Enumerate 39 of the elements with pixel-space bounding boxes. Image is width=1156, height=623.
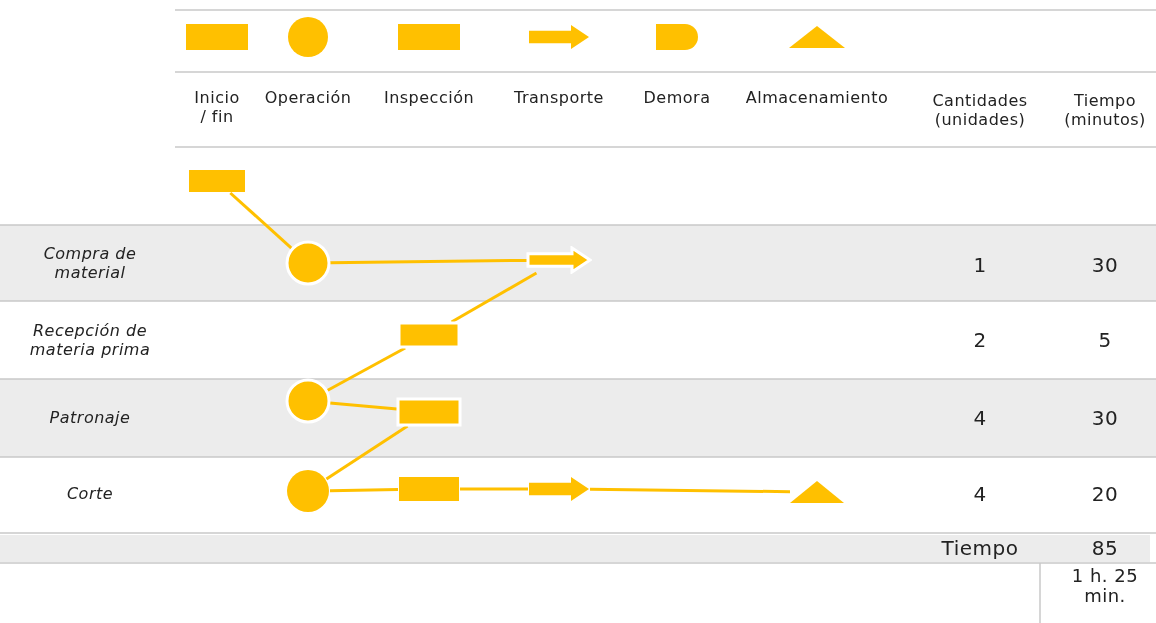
transport-arrow	[527, 475, 591, 503]
cell-value: 4	[972, 406, 988, 430]
legend-label: Transporte	[513, 88, 605, 108]
process-box	[396, 397, 462, 427]
cell-value: 4	[972, 482, 988, 506]
connector-line	[326, 346, 406, 392]
operation-circle	[285, 240, 331, 286]
cell-value: 1	[972, 253, 988, 277]
connector-line	[450, 271, 538, 324]
connector-line	[329, 488, 399, 493]
transport-arrow	[526, 246, 592, 274]
cell-value: 2	[972, 328, 988, 352]
cell-value: 85	[1090, 536, 1120, 560]
connector-line	[329, 401, 398, 411]
column-header: Tiempo (minutos)	[1063, 90, 1147, 130]
row-label: Corte	[65, 484, 115, 504]
cell-value: 30	[1090, 406, 1120, 430]
storage-triangle	[789, 480, 845, 504]
legend-label: Almacenamiento	[744, 88, 890, 108]
cell-value: 1 h. 25 min.	[1070, 566, 1140, 606]
connector-line	[460, 487, 528, 491]
total-label: Tiempo	[940, 536, 1020, 560]
process-box	[397, 321, 461, 349]
operation-circle	[285, 468, 331, 514]
row-label: Compra de material	[42, 243, 138, 283]
row-label: Patronaje	[48, 408, 132, 428]
cell-value: 20	[1090, 482, 1120, 506]
operation-circle	[285, 378, 331, 424]
cell-value: 30	[1090, 253, 1120, 277]
process-box	[397, 475, 461, 503]
connector-line	[229, 191, 293, 250]
cell-value: 5	[1097, 328, 1113, 352]
process-box	[187, 168, 247, 194]
legend-label: Inicio / fin	[193, 88, 241, 127]
column-header: Cantidades (unidades)	[931, 90, 1029, 130]
row-label: Recepción de materia prima	[28, 320, 152, 360]
connector-line	[329, 258, 528, 265]
connector-line	[589, 487, 791, 494]
legend-label: Inspección	[382, 88, 476, 108]
